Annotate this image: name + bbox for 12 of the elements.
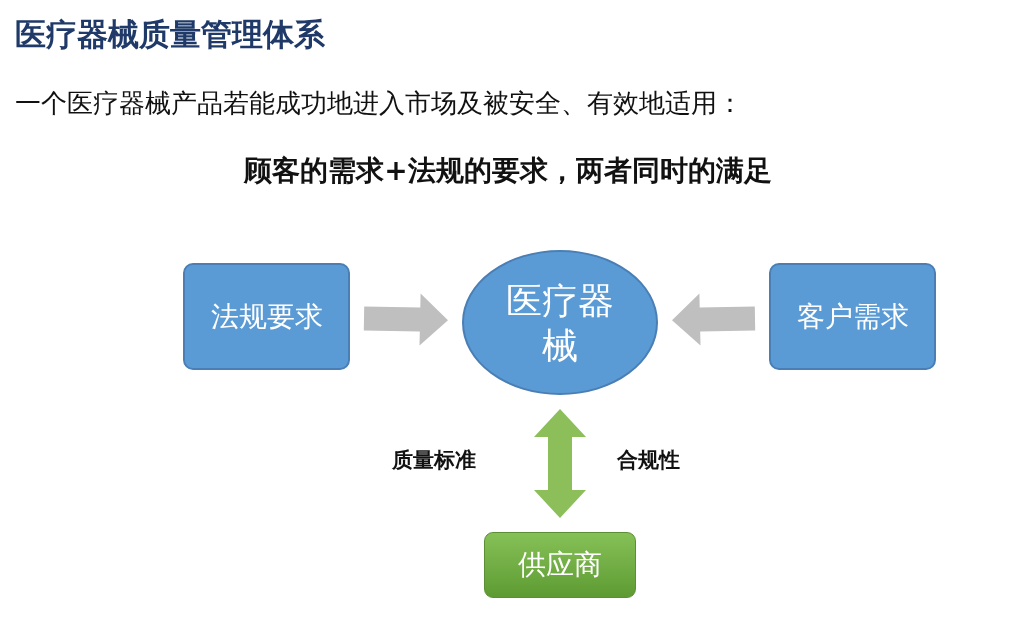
block-arrow bbox=[534, 409, 586, 518]
slide-title: 医疗器械质量管理体系 bbox=[15, 15, 325, 54]
block-arrow bbox=[363, 293, 448, 346]
requirement-box: 法规要求 bbox=[183, 263, 350, 370]
key-statement: 顾客的需求+法规的要求，两者同时的满足 bbox=[242, 153, 773, 189]
device-ellipse: 医疗器械 bbox=[462, 250, 658, 395]
intro-sentence: 一个医疗器械产品若能成功地进入市场及被安全、有效地适用： bbox=[15, 87, 743, 120]
supplier-box: 供应商 bbox=[484, 532, 636, 598]
block-arrow bbox=[672, 293, 756, 346]
edge-label: 质量标准 bbox=[390, 446, 478, 474]
requirement-box: 客户需求 bbox=[769, 263, 936, 370]
side-label: 合规性 bbox=[617, 447, 680, 474]
